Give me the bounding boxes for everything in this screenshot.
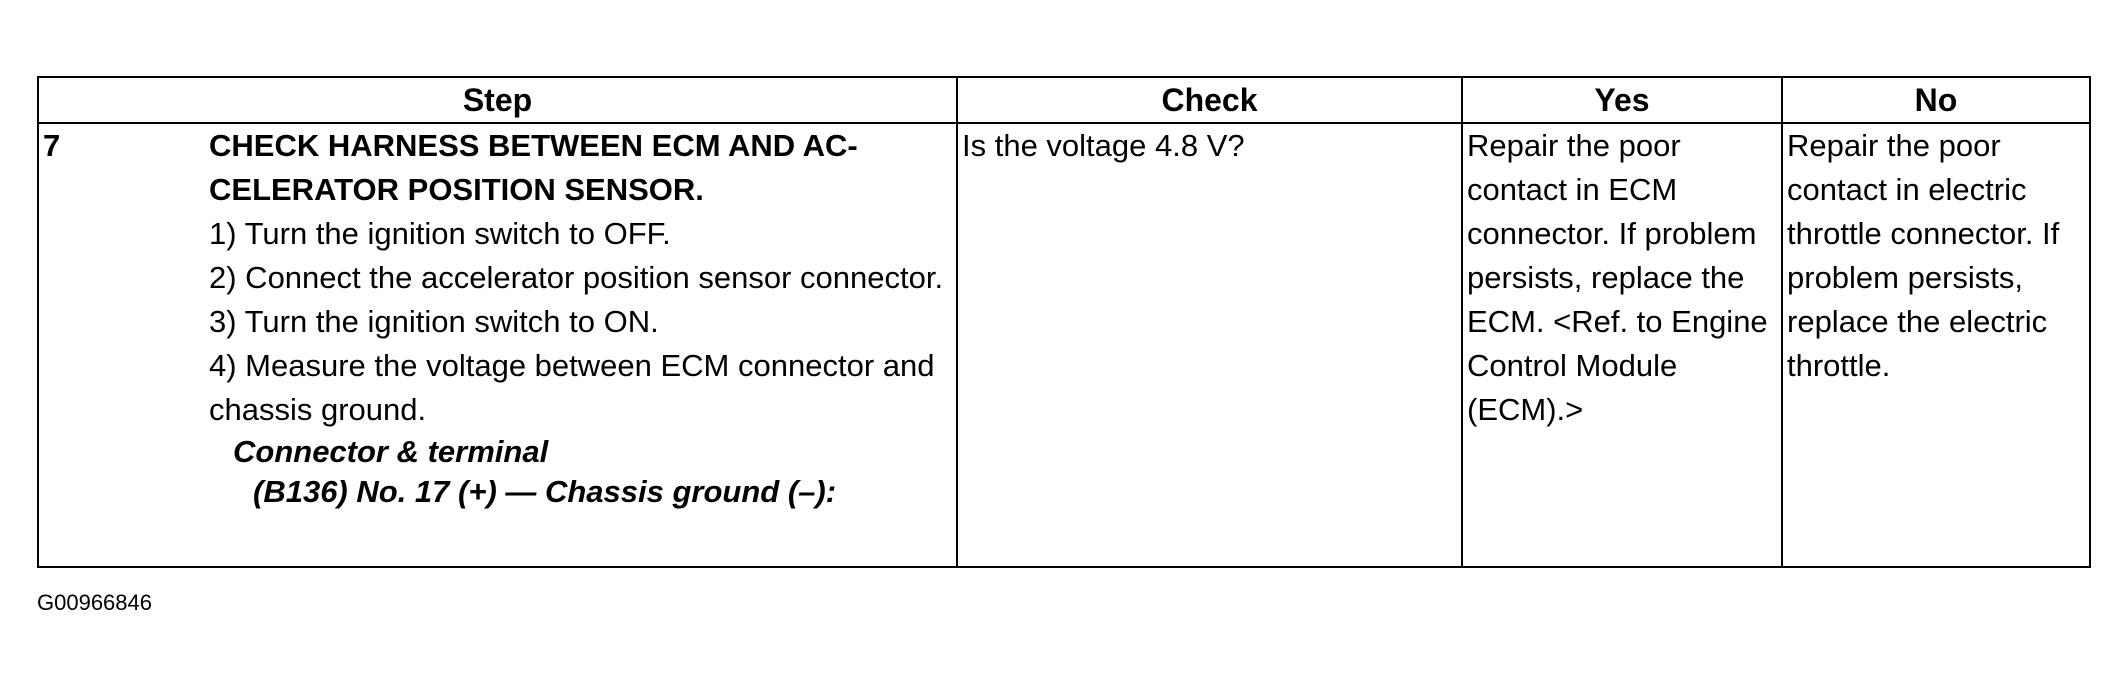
step-title-line1: CHECK HARNESS BETWEEN ECM AND AC- [209,128,858,163]
header-no: No [1781,76,2091,124]
yes-text: Repair the poor contact in ECM connector… [1467,128,1768,427]
step-instruction-4: 4) Measure the voltage between ECM conne… [209,348,935,427]
step-cell: 7 CHECK HARNESS BETWEEN ECM AND AC- CELE… [37,122,958,568]
diagnostic-table: Step Check Yes No 7 CHECK HARNESS BETWEE… [37,76,2091,568]
connector-label: Connector & terminal [233,434,549,469]
step-number: 7 [43,128,61,163]
figure-id: G00966846 [37,590,152,615]
step-instruction-2: 2) Connect the accelerator position sens… [209,260,944,295]
table-header-row: Step Check Yes No [37,76,2091,124]
check-text: Is the voltage 4.8 V? [962,128,1245,163]
no-cell: Repair the poor contact in electric thro… [1781,122,2091,568]
step-instruction-1: 1) Turn the ignition switch to OFF. [209,216,671,251]
header-step: Step [37,76,958,124]
check-cell: Is the voltage 4.8 V? [956,122,1463,568]
connector-terminal: (B136) No. 17 (+) — Chassis ground (–): [253,474,837,509]
table-row: 7 CHECK HARNESS BETWEEN ECM AND AC- CELE… [37,122,2091,568]
header-yes: Yes [1461,76,1783,124]
header-check: Check [956,76,1463,124]
yes-cell: Repair the poor contact in ECM connector… [1461,122,1783,568]
step-instruction-3: 3) Turn the ignition switch to ON. [209,304,659,339]
step-body: CHECK HARNESS BETWEEN ECM AND AC- CELERA… [209,124,956,512]
step-title-line2: CELERATOR POSITION SENSOR. [209,172,704,207]
no-text: Repair the poor contact in electric thro… [1787,128,2060,383]
